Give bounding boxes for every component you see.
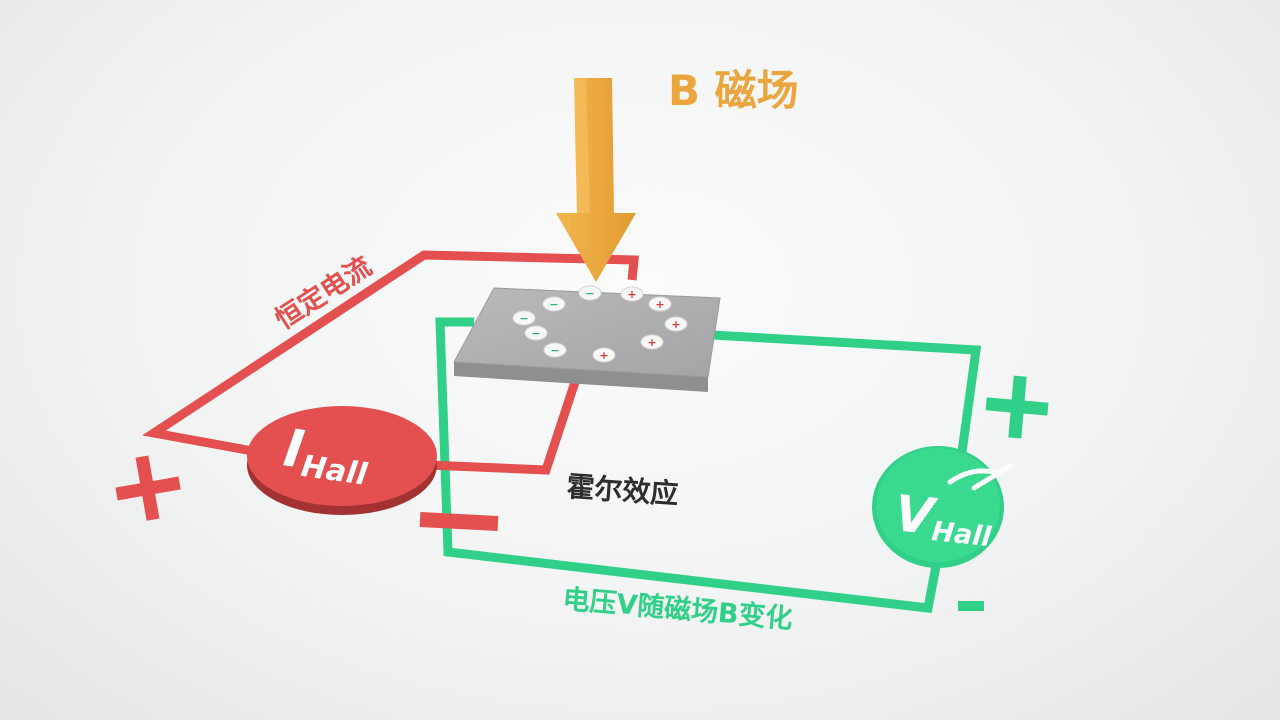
voltmeter-subscript: Hall (930, 516, 993, 553)
voltage-circuit (435, 317, 982, 613)
negative-carrier-sign: − (531, 327, 540, 340)
positive-carrier: + (620, 286, 644, 302)
negative-carrier: − (578, 285, 602, 301)
negative-carrier-sign: − (519, 312, 528, 325)
negative-carrier-sign: − (549, 298, 558, 311)
negative-carrier: − (543, 342, 567, 358)
current-minus-sign (419, 511, 499, 532)
magnetic-field-arrow (556, 78, 636, 282)
negative-carrier-sign: − (585, 287, 594, 300)
positive-carrier: + (648, 296, 672, 312)
negative-carrier: − (524, 325, 548, 341)
positive-carrier-sign: + (627, 288, 636, 301)
positive-carrier-sign: + (647, 336, 656, 349)
voltage-plus-sign (985, 375, 1049, 439)
voltmeter-disc (872, 446, 1004, 568)
negative-carrier-sign: − (550, 344, 559, 357)
charge-carriers: +++++−−−−− (512, 285, 688, 363)
current-wire-bottom (427, 366, 585, 475)
negative-carrier: − (512, 310, 536, 326)
current-plus-sign (115, 455, 181, 521)
positive-carrier-sign: + (599, 349, 608, 362)
negative-carrier: − (542, 296, 566, 312)
positive-carrier: + (592, 347, 616, 363)
hall-plate (453, 287, 721, 392)
voltage-minus-sign (958, 601, 984, 611)
positive-carrier: + (640, 334, 664, 350)
positive-carrier: + (664, 316, 688, 332)
voltage-wire-left (435, 317, 941, 613)
current-wire-top (142, 250, 639, 457)
positive-carrier-sign: + (671, 318, 680, 331)
voltage-wire-right (711, 330, 982, 453)
positive-carrier-sign: + (655, 298, 664, 311)
voltmeter-label: VHall (892, 484, 996, 553)
current-source-disc (247, 406, 437, 515)
magnetic-field-title: B 磁场 (668, 66, 799, 115)
hall-effect-label: 霍尔效应 (566, 470, 680, 511)
gauge-needle-icon (947, 463, 1013, 491)
